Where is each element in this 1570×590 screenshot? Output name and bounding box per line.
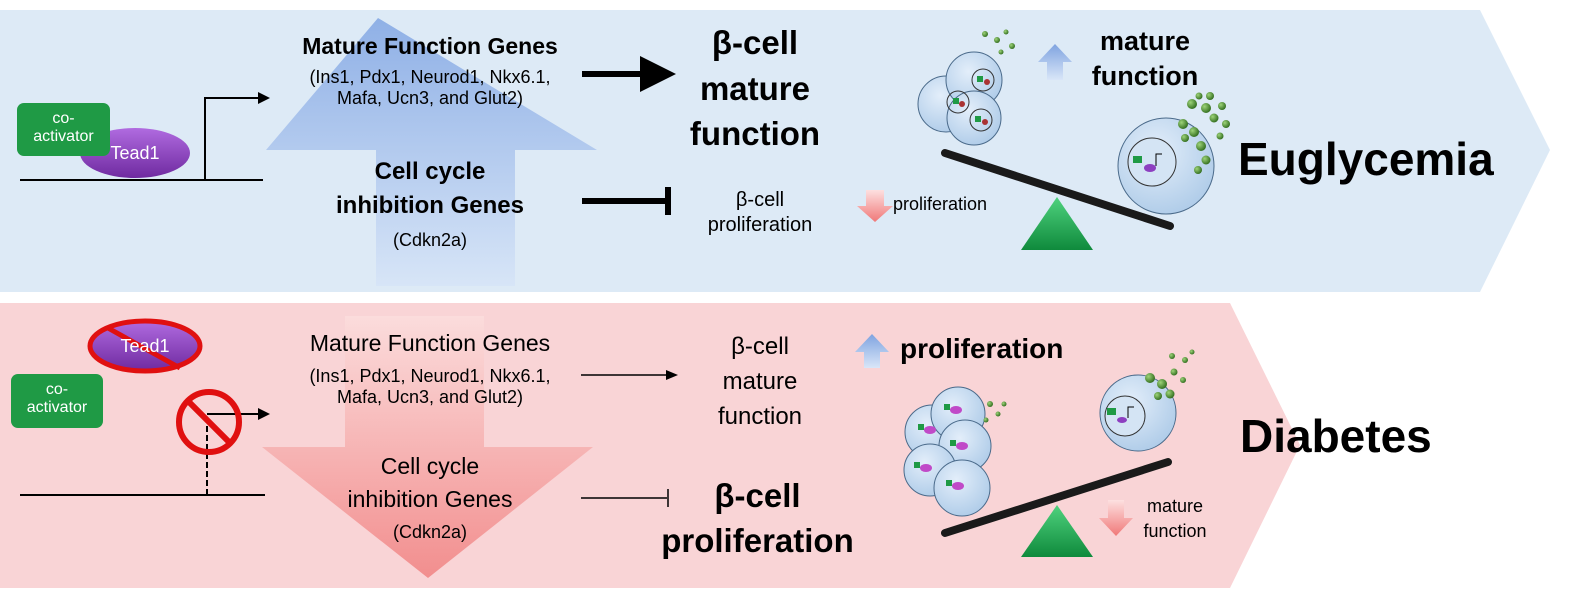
bottom-outcome-proliferation: β-cell proliferation [661,477,854,559]
top-coactivator-label: co- activator [33,110,94,146]
bottom-coactivator-box [11,374,103,428]
bottom-coactivator-label: co- activator [26,381,88,417]
top-promoter-arrow [204,97,262,180]
bottom-tead1-label: Tead1 [120,336,170,356]
top-balance-fulcrum [1021,197,1093,250]
bottom-small-down-arrow [1099,500,1133,536]
bottom-big-down-arrow [262,316,593,578]
top-secreted-granules-left [982,29,1015,55]
bottom-mature-genes-title: Mature Function Genes [309,330,551,356]
top-balance-down-label: proliferation [893,194,988,214]
top-big-up-arrow [266,18,597,286]
bottom-promoter-arrowhead [258,408,270,420]
bottom-balance-beam [941,458,1172,537]
top-mature-genes-title: Mature Function Genes [302,33,558,59]
bottom-balance-up-label: proliferation [900,333,1064,364]
bottom-tead1-strike [106,325,182,371]
top-state-label: Euglycemia [1238,133,1494,185]
bottom-prohibition-symbol [176,389,242,455]
bottom-small-up-arrow [855,334,889,368]
top-small-down-arrow [857,190,893,222]
top-mature-genes-list: (Ins1, Pdx1, Neurod1, Nkx6.1, Mafa, Ucn3… [309,67,551,108]
top-mature-arrow-head [640,56,676,92]
top-coactivator-box [17,103,110,156]
top-balance-beam [941,149,1174,230]
bottom-cycle-genes-list: (Cdkn2a) [392,522,468,542]
top-small-up-arrow [1038,44,1072,80]
bottom-outcome-mature: β-cell mature function [717,333,803,430]
bottom-cycle-genes-title: Cell cycle inhibition Genes [347,453,513,513]
top-balance-up-label: mature function [1091,26,1199,92]
bottom-panel-background [0,303,1300,588]
bottom-granules-right [1145,349,1195,400]
top-outcome-mature: β-cell mature function [689,24,821,153]
bottom-balance-fulcrum [1021,505,1093,557]
bottom-cell-cluster-left [903,386,992,517]
top-cycle-genes-list: (Cdkn2a) [392,230,468,250]
top-cycle-genes-title: Cell cycle inhibition Genes [335,158,524,219]
top-promoter-arrowhead [258,92,270,104]
bottom-granules-left [983,401,1007,423]
top-tead1-label: Tead1 [110,143,160,163]
bottom-mature-arrow-head [666,370,678,380]
top-cell-right [1117,117,1215,215]
bottom-mature-genes-list: (Ins1, Pdx1, Neurod1, Nkx6.1, Mafa, Ucn3… [309,366,551,407]
top-cell-cluster-left [917,51,1003,146]
top-granules-right [1178,92,1230,174]
bottom-state-label: Diabetes [1240,410,1432,462]
top-outcome-proliferation: β-cell proliferation [707,189,813,236]
bottom-balance-down-label: mature function [1143,496,1207,542]
